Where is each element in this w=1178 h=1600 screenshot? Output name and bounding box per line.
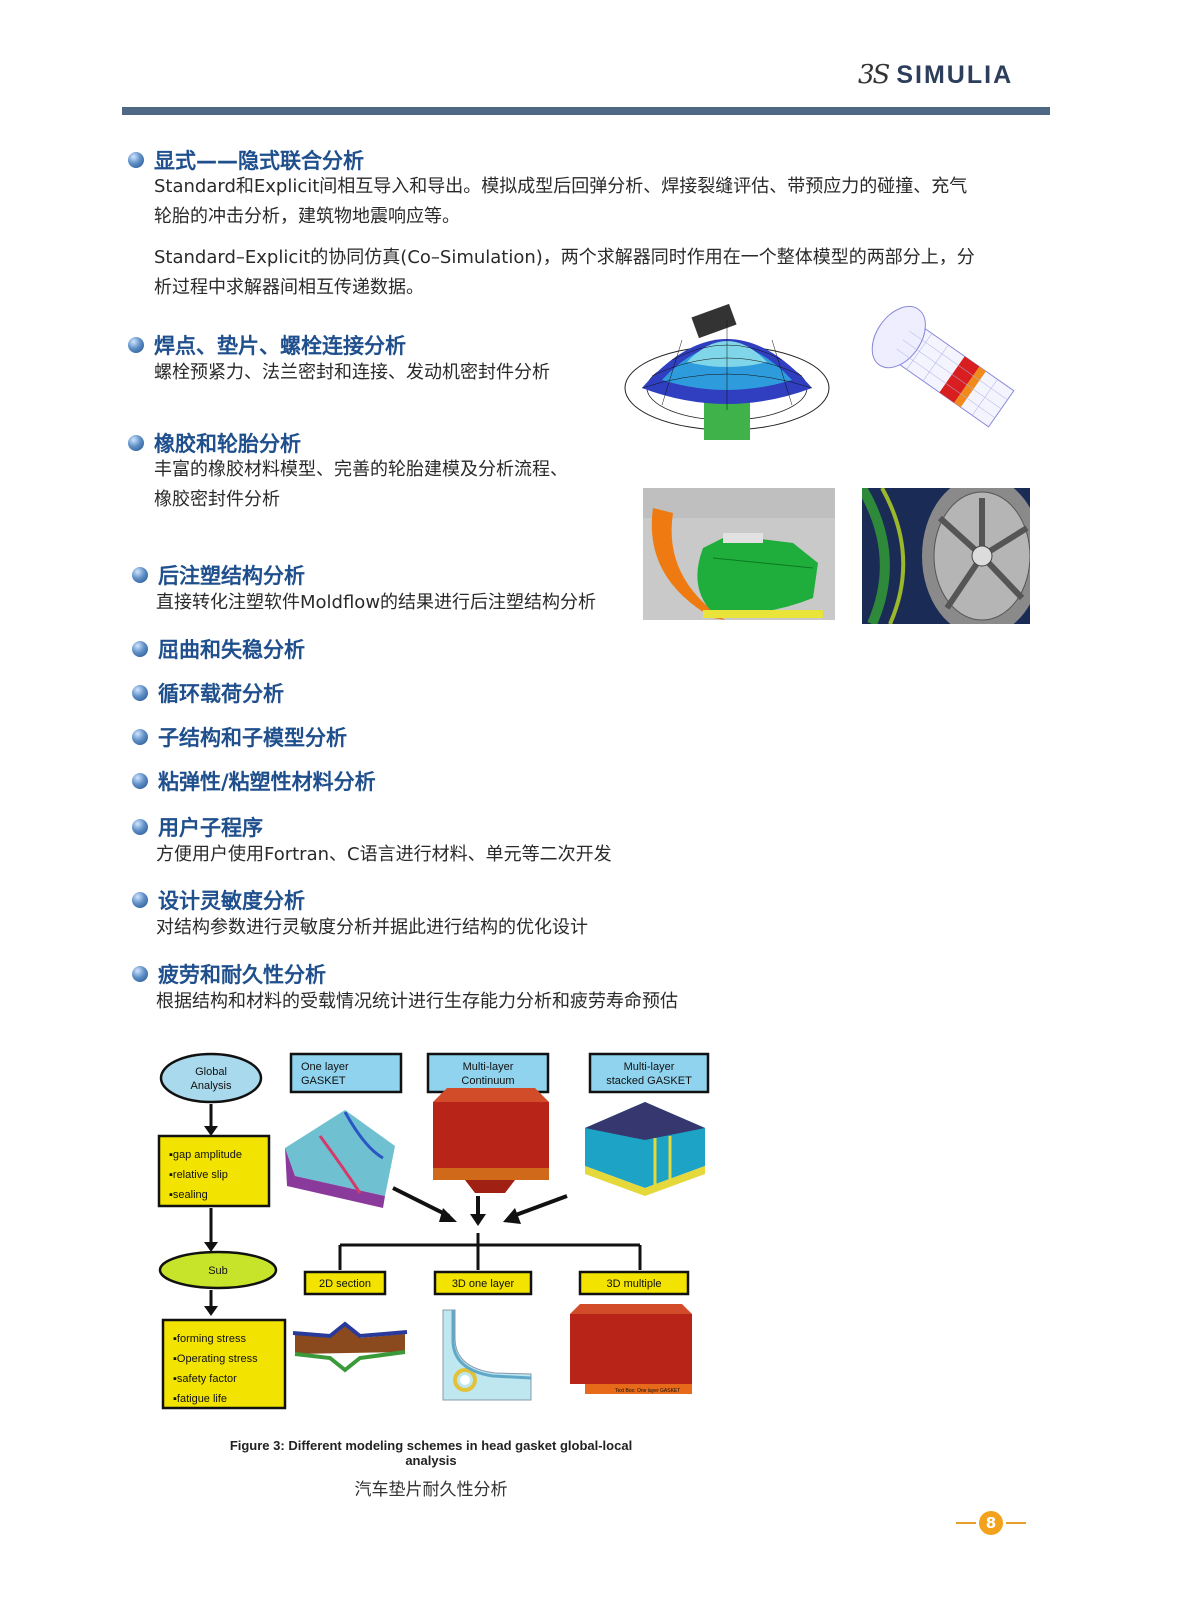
bolt-mesh-image	[871, 306, 1015, 428]
multi-layer-box	[426, 1052, 550, 1094]
section-title: 屈曲和失稳分析	[132, 634, 305, 664]
svg-text:stacked GASKET: stacked GASKET	[606, 1075, 692, 1087]
svg-text:GASKET: GASKET	[301, 1075, 346, 1087]
multi-layer-continuum-image	[433, 1102, 549, 1180]
section-body: Standard和Explicit间相互导入和导出。模拟成型后回弹分析、焊接裂缝…	[154, 176, 968, 227]
section-body: 根据结构和材料的受载情况统计进行生存能力分析和疲劳寿命预估	[156, 991, 678, 1012]
bullet-icon	[132, 819, 148, 835]
section-body: 丰富的橡胶材料模型、完善的轮胎建模及分析流程、 橡胶密封件分析	[154, 459, 568, 510]
bullet-icon	[132, 892, 148, 908]
result-item: ▪relative slip	[169, 1169, 228, 1181]
section-title: 设计灵敏度分析	[132, 885, 305, 915]
result-item: ▪fatigue life	[173, 1393, 227, 1405]
2d-section-tag	[303, 1270, 387, 1296]
section-title: 循环载荷分析	[132, 678, 284, 708]
3d-multiple-image	[570, 1314, 692, 1384]
figure-caption-cn: 汽车垫片耐久性分析	[354, 1480, 508, 1500]
multi-layer-stacked-box	[588, 1052, 710, 1094]
section-body: 直接转化注塑软件Moldflow的结果进行后注塑结构分析	[156, 592, 597, 613]
section-body: Standard–Explicit的协同仿真(Co–Simulation)，两个…	[154, 247, 975, 298]
global-results-box	[157, 1134, 271, 1208]
header-bar	[122, 107, 1050, 115]
logo-text: SIMULIA	[896, 60, 1014, 89]
tire-mesh-image	[862, 488, 1030, 624]
figure-caption: Figure 3: Different modeling schemes in …	[229, 1438, 633, 1468]
section-body: 螺栓预紧力、法兰密封和连接、发动机密封件分析	[154, 362, 550, 383]
global-analysis-label: Analysis	[191, 1080, 232, 1092]
bullet-icon	[128, 152, 144, 168]
svg-text:3D multiple: 3D multiple	[606, 1278, 661, 1290]
3d-multiple-tag	[578, 1270, 690, 1296]
simulia-logo: 3S SIMULIA	[858, 55, 1013, 95]
bullet-icon	[132, 966, 148, 982]
section-title: 疲劳和耐久性分析	[132, 959, 326, 989]
rubber-seal-image	[643, 488, 835, 620]
sub-results-box	[161, 1318, 287, 1410]
result-item: ▪gap amplitude	[169, 1149, 242, 1161]
result-item: ▪sealing	[169, 1189, 208, 1201]
small-note: Text Box: One layer GASKET	[615, 1388, 680, 1394]
result-item: ▪forming stress	[173, 1333, 246, 1345]
2d-section-image	[295, 1326, 405, 1354]
section-body: 对结构参数进行灵敏度分析并据此进行结构的优化设计	[156, 917, 588, 938]
section-title: 粘弹性/粘塑性材料分析	[132, 766, 376, 796]
svg-text:Multi-layer: Multi-layer	[463, 1061, 514, 1073]
svg-text:Continuum: Continuum	[461, 1075, 514, 1087]
page-number-line	[956, 1522, 976, 1524]
3d-one-layer-tag	[433, 1270, 533, 1296]
page-number-badge: 8	[979, 1511, 1003, 1535]
one-layer-gasket-image	[285, 1110, 395, 1196]
section-title: 子结构和子模型分析	[132, 722, 347, 752]
bullet-icon	[132, 773, 148, 789]
bullet-icon	[128, 435, 144, 451]
page-number: 8	[956, 1511, 1026, 1535]
sub-node	[158, 1250, 278, 1290]
bullet-icon	[132, 567, 148, 583]
svg-text:2D section: 2D section	[319, 1278, 371, 1290]
global-analysis-node	[159, 1052, 263, 1104]
bullet-icon	[128, 337, 144, 353]
ds-logo-icon: 3S	[858, 60, 890, 90]
page-number-line	[1006, 1522, 1026, 1524]
flange-mesh-image	[624, 303, 830, 440]
global-analysis-label: Global	[195, 1066, 227, 1078]
section-title: 显式——隐式联合分析	[128, 145, 364, 175]
svg-text:Multi-layer: Multi-layer	[624, 1061, 675, 1073]
section-body: 方便用户使用Fortran、C语言进行材料、单元等二次开发	[156, 844, 612, 865]
svg-text:3D one layer: 3D one layer	[452, 1278, 515, 1290]
bullet-icon	[132, 685, 148, 701]
one-layer-box	[289, 1052, 403, 1094]
section-title: 用户子程序	[132, 812, 263, 842]
bullet-icon	[132, 729, 148, 745]
section-title: 后注塑结构分析	[132, 560, 305, 590]
result-item: ▪safety factor	[173, 1373, 237, 1385]
svg-text:One layer: One layer	[301, 1061, 349, 1073]
result-item: ▪Operating stress	[173, 1353, 258, 1365]
bullet-icon	[132, 641, 148, 657]
section-title: 橡胶和轮胎分析	[128, 428, 301, 458]
section-title: 焊点、垫片、螺栓连接分析	[128, 330, 406, 360]
sub-label: Sub	[208, 1265, 228, 1277]
gasket-analysis-diagram: Global Analysis ▪gap amplitude ▪relative…	[157, 1052, 710, 1410]
